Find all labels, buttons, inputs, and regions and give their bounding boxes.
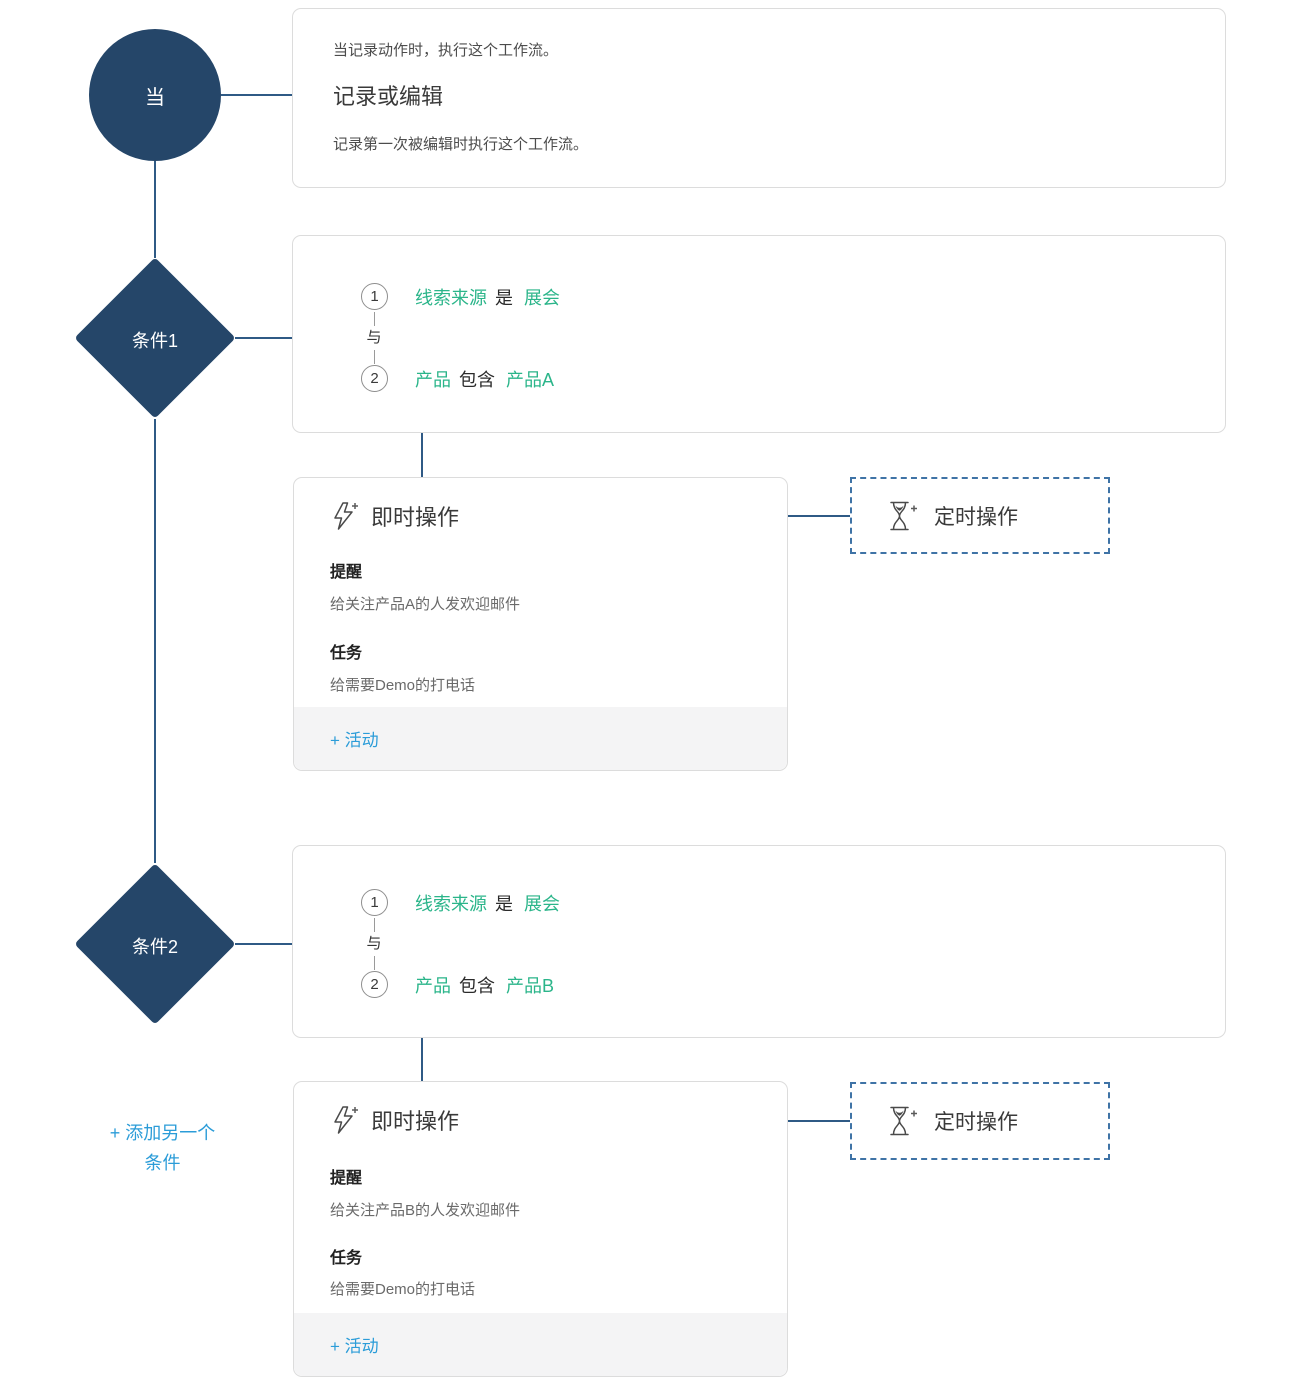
scheduled-actions-title: 定时操作	[934, 505, 1018, 529]
rule-value: 产品A	[506, 369, 555, 390]
connector-line	[374, 918, 375, 932]
connector-line	[221, 94, 292, 96]
instant-actions-footer: + 活动	[294, 1313, 787, 1376]
rule-row: 1 线索来源是展会	[361, 889, 560, 916]
trigger-title: 记录或编辑	[333, 84, 444, 109]
connector-line	[421, 1038, 423, 1081]
rule-index-badge: 2	[361, 971, 388, 998]
rule-text: 线索来源是展会	[415, 890, 560, 916]
logic-connector-label: 与	[366, 329, 382, 346]
connector-line	[374, 312, 375, 326]
scheduled-actions-card-2[interactable]: 定时操作	[850, 1082, 1110, 1160]
instant-actions-title: 即时操作	[371, 505, 460, 530]
connector-line	[154, 161, 156, 258]
trigger-node-label: 当	[145, 86, 165, 109]
connector-line	[374, 956, 375, 970]
action-item-label: 提醒	[330, 1170, 363, 1187]
condition-2-node[interactable]	[74, 863, 236, 1025]
connector-line	[374, 350, 375, 364]
action-item-description: 给需要Demo的打电话	[330, 677, 476, 694]
condition-1-node[interactable]	[74, 257, 236, 419]
lightning-plus-icon	[334, 502, 358, 530]
rule-operator: 包含	[459, 975, 495, 996]
add-activity-link[interactable]: + 活动	[330, 1337, 379, 1356]
rule-index-badge: 2	[361, 365, 388, 392]
connector-line	[235, 943, 292, 945]
rule-operator: 是	[495, 893, 513, 914]
instant-actions-title: 即时操作	[371, 1109, 460, 1134]
rule-row: 1 线索来源是展会	[361, 283, 560, 310]
connector-line	[154, 419, 156, 863]
instant-actions-header: 即时操作	[330, 1104, 459, 1136]
hourglass-plus-icon	[890, 1106, 917, 1136]
hourglass-plus-icon	[890, 501, 917, 530]
scheduled-actions-title: 定时操作	[934, 1111, 1018, 1134]
action-item-label: 任务	[330, 1250, 363, 1267]
instant-actions-card-1[interactable]: 即时操作 提醒 给关注产品A的人发欢迎邮件 任务 给需要Demo的打电话 + 活…	[293, 477, 788, 771]
trigger-card[interactable]: 当记录动作时，执行这个工作流。 记录或编辑 记录第一次被编辑时执行这个工作流。	[292, 8, 1226, 188]
trigger-node[interactable]: 当	[89, 29, 221, 161]
rule-index-badge: 1	[361, 889, 388, 916]
rule-field: 产品	[415, 975, 451, 996]
scheduled-actions-card-1[interactable]: 定时操作	[850, 477, 1110, 554]
rule-field: 线索来源	[415, 287, 487, 308]
rule-value: 展会	[524, 287, 560, 308]
logic-connector-label: 与	[366, 935, 382, 952]
rule-operator: 是	[495, 287, 513, 308]
trigger-description-top: 当记录动作时，执行这个工作流。	[333, 42, 559, 59]
rule-value: 展会	[524, 893, 560, 914]
rule-text: 产品包含产品B	[415, 972, 554, 998]
condition-1-card[interactable]: 1 线索来源是展会 与 2 产品包含产品A	[292, 235, 1226, 433]
action-item-label: 任务	[330, 645, 363, 662]
condition-2-card[interactable]: 1 线索来源是展会 与 2 产品包含产品B	[292, 845, 1226, 1038]
instant-actions-footer: + 活动	[294, 707, 787, 770]
add-condition-link-line1: + 添加另一个	[109, 1123, 216, 1143]
rule-row: 2 产品包含产品B	[361, 971, 554, 998]
action-item-description: 给关注产品A的人发欢迎邮件	[330, 596, 521, 613]
rule-field: 产品	[415, 369, 451, 390]
rule-text: 线索来源是展会	[415, 284, 560, 310]
add-condition-link[interactable]: + 添加另一个 条件	[80, 1118, 245, 1178]
rule-row: 2 产品包含产品A	[361, 365, 554, 392]
trigger-description-bottom: 记录第一次被编辑时执行这个工作流。	[333, 136, 589, 153]
action-item-description: 给关注产品B的人发欢迎邮件	[330, 1202, 521, 1219]
instant-actions-card-2[interactable]: 即时操作 提醒 给关注产品B的人发欢迎邮件 任务 给需要Demo的打电话 + 活…	[293, 1081, 788, 1377]
action-item-label: 提醒	[330, 564, 363, 581]
action-item-description: 给需要Demo的打电话	[330, 1281, 476, 1298]
rule-field: 线索来源	[415, 893, 487, 914]
rule-operator: 包含	[459, 369, 495, 390]
rule-index-badge: 1	[361, 283, 388, 310]
connector-line	[788, 1120, 850, 1122]
instant-actions-header: 即时操作	[330, 500, 459, 532]
connector-line	[788, 515, 850, 517]
connector-line	[235, 337, 292, 339]
add-condition-link-line2: 条件	[144, 1153, 181, 1173]
add-activity-link[interactable]: + 活动	[330, 731, 379, 750]
lightning-plus-icon	[334, 1106, 358, 1134]
connector-line	[421, 433, 423, 477]
rule-text: 产品包含产品A	[415, 366, 554, 392]
rule-value: 产品B	[506, 975, 555, 996]
